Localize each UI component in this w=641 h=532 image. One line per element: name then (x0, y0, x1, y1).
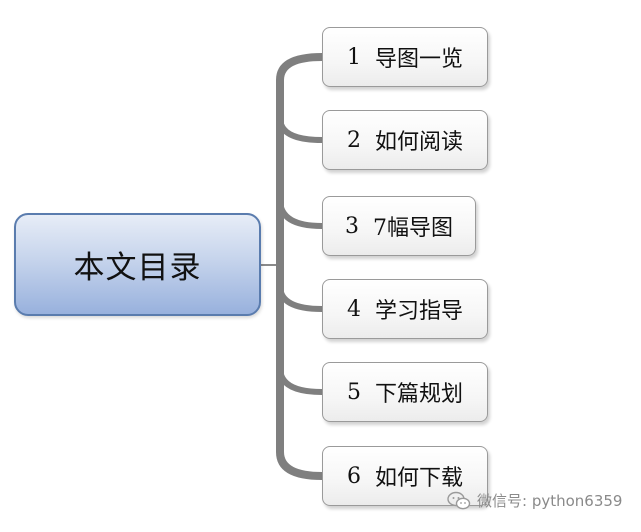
branch-connector-5 (277, 367, 323, 395)
branch-number: 5 (346, 379, 361, 405)
watermark-text: 微信号: python6359 (477, 492, 623, 510)
branch-node-2[interactable]: 2 如何阅读 (322, 110, 488, 170)
branch-label: 学习指导 (374, 299, 463, 324)
branch-connector-4 (277, 285, 323, 312)
branch-label: 7幅导图 (373, 216, 453, 241)
branch-label: 如何阅读 (374, 130, 463, 155)
branch-number: 3 (345, 213, 359, 239)
spine (276, 53, 326, 480)
branch-connector-3 (277, 199, 323, 229)
branch-connector-2 (277, 117, 323, 143)
branch-number: 4 (346, 296, 361, 322)
branch-number: 6 (346, 463, 361, 489)
branch-node-4[interactable]: 4 学习指导 (322, 279, 488, 339)
wechat-watermark: 微信号: python6359 (447, 490, 622, 511)
branch-label: 如何下载 (374, 466, 463, 491)
wechat-icon (447, 491, 471, 509)
branch-node-1[interactable]: 1 导图一览 (322, 27, 488, 87)
branch-number: 1 (346, 44, 361, 70)
branch-node-3[interactable]: 3 7幅导图 (322, 196, 476, 256)
branch-label: 导图一览 (374, 47, 463, 72)
root-node[interactable]: 本文目录 (14, 213, 261, 316)
branch-node-5[interactable]: 5 下篇规划 (322, 362, 488, 422)
branch-label: 下篇规划 (374, 382, 463, 407)
branch-number: 2 (346, 127, 361, 153)
root-label: 本文目录 (73, 250, 202, 286)
branch-node-6[interactable]: 6 如何下载 (322, 446, 488, 506)
